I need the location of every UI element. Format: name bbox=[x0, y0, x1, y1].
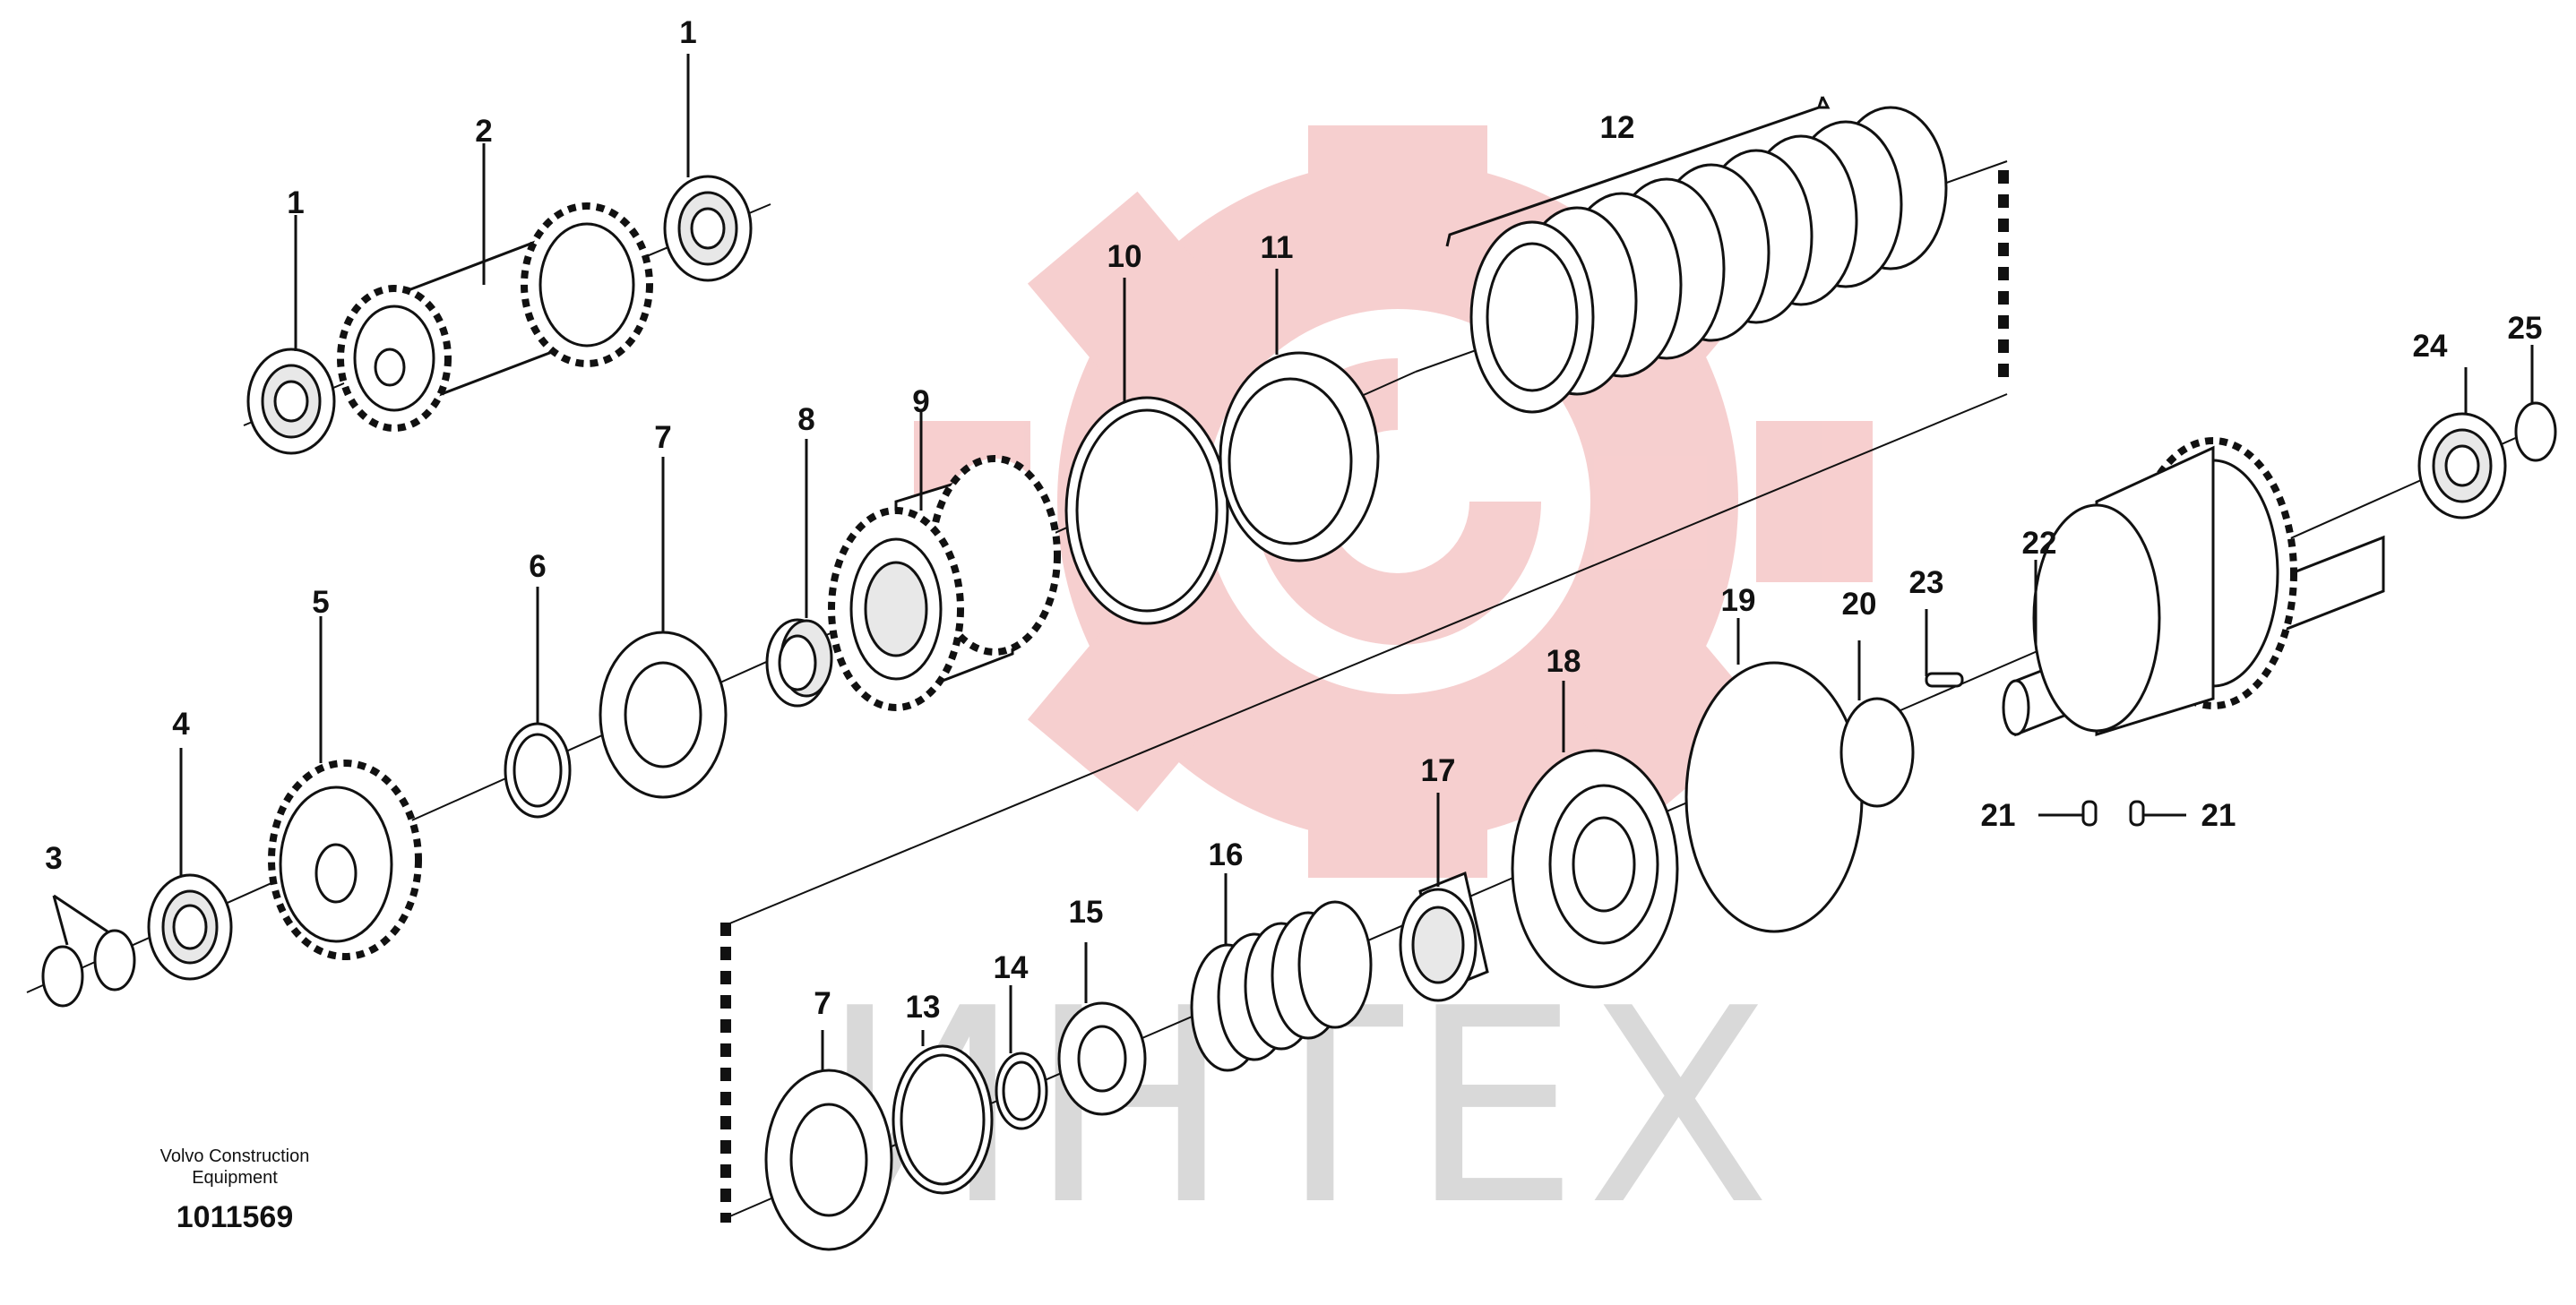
callout-20: 20 bbox=[1842, 587, 1877, 622]
section-divider-line bbox=[727, 393, 2008, 925]
callout-9: 9 bbox=[912, 384, 929, 419]
callout-10: 10 bbox=[1107, 239, 1142, 274]
callout-2: 2 bbox=[475, 114, 492, 149]
callout-1-right: 1 bbox=[679, 15, 696, 50]
callout-19: 19 bbox=[1721, 583, 1756, 618]
callout-18: 18 bbox=[1546, 644, 1581, 679]
maker-line-2: Equipment bbox=[192, 1168, 278, 1188]
part-15-spring-retainer bbox=[1057, 1001, 1147, 1116]
callout-16: 16 bbox=[1209, 837, 1244, 872]
callout-17: 17 bbox=[1421, 753, 1456, 788]
part-6-snap-ring bbox=[504, 722, 572, 819]
part-3-shims bbox=[41, 929, 136, 1008]
maker-line-1: Volvo Construction bbox=[160, 1146, 310, 1166]
callout-11: 11 bbox=[1261, 230, 1294, 265]
part-19-seal-ring bbox=[1684, 661, 1864, 933]
callout-numbers: 1 1 2 3 4 5 6 7 7 8 9 10 11 12 13 14 15 … bbox=[45, 15, 2542, 1025]
part-8-needle-bearing bbox=[765, 618, 833, 708]
part-7-thrust-washer-upper bbox=[599, 631, 728, 799]
callout-22: 22 bbox=[2022, 526, 2057, 561]
callout-21-right: 21 bbox=[2201, 798, 2236, 833]
part-12-clutch-disc-pack bbox=[1445, 96, 1948, 414]
part-25-shim bbox=[2514, 401, 2557, 462]
callout-15: 15 bbox=[1069, 895, 1104, 930]
part-2-cluster-gear-shaft bbox=[337, 202, 653, 432]
part-14-snap-ring bbox=[995, 1052, 1048, 1130]
part-16-spring bbox=[1190, 900, 1373, 1072]
callout-6: 6 bbox=[529, 549, 546, 584]
callout-23: 23 bbox=[1909, 565, 1944, 600]
part-21-dowel-pins bbox=[2081, 800, 2145, 827]
callout-14: 14 bbox=[994, 950, 1029, 985]
callout-21-left: 21 bbox=[1981, 798, 2016, 833]
part-23-pin bbox=[1925, 672, 1964, 688]
callout-7-upper: 7 bbox=[654, 420, 671, 455]
part-5-gear bbox=[268, 760, 422, 960]
callout-5: 5 bbox=[312, 585, 329, 620]
callout-8: 8 bbox=[797, 402, 814, 437]
part-22-output-shaft-drum bbox=[2002, 437, 2385, 737]
callout-7-lower: 7 bbox=[814, 986, 831, 1021]
callout-1-left: 1 bbox=[287, 185, 304, 220]
part-13-ring bbox=[892, 1044, 994, 1195]
part-7-thrust-washer-lower bbox=[764, 1069, 893, 1251]
callout-12: 12 bbox=[1600, 110, 1635, 145]
part-20-seal-ring bbox=[1839, 697, 1915, 808]
part-9-clutch-hub-gear bbox=[828, 455, 1061, 711]
part-10-retaining-ring bbox=[1064, 396, 1229, 625]
part-1-bearing-right bbox=[663, 175, 753, 282]
callout-13: 13 bbox=[906, 990, 941, 1025]
callout-25: 25 bbox=[2508, 311, 2543, 346]
leader-lines bbox=[52, 54, 2534, 1070]
callout-3: 3 bbox=[45, 841, 62, 876]
callout-4: 4 bbox=[172, 707, 190, 742]
maker-label: Volvo Construction Equipment 1011569 bbox=[160, 1146, 310, 1234]
part-4-bearing bbox=[147, 873, 233, 981]
part-1-bearing-left bbox=[246, 348, 336, 455]
part-11-pressure-plate bbox=[1219, 351, 1380, 562]
part-24-bearing bbox=[2417, 412, 2507, 519]
part-17-sleeve bbox=[1399, 871, 1489, 1002]
part-18-piston bbox=[1511, 749, 1679, 989]
callout-24: 24 bbox=[2413, 329, 2448, 364]
drawing-number: 1011569 bbox=[177, 1200, 294, 1234]
